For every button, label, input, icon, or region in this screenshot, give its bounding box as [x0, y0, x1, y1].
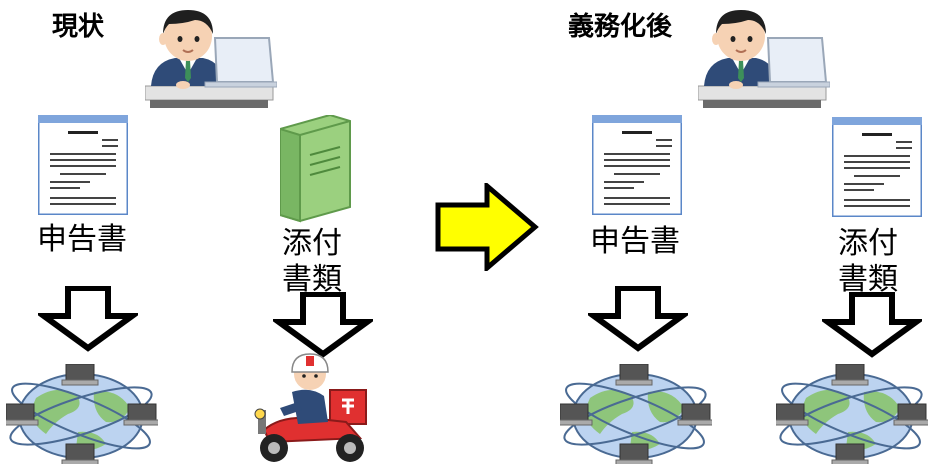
down-arrow-icon	[822, 292, 922, 358]
document-icon	[592, 115, 682, 215]
after-form-label: 申告書	[590, 224, 680, 259]
down-arrow-icon	[38, 286, 138, 352]
current-attachment-label-line1: 添付	[282, 226, 342, 261]
down-arrow-icon	[273, 292, 373, 358]
person-at-laptop-icon	[145, 8, 277, 110]
current-heading: 現状	[52, 12, 105, 42]
computer-network-icon	[776, 364, 928, 464]
after-attachment-label-line2: 書類	[838, 262, 898, 297]
after-attachment-label-line1: 添付	[838, 226, 898, 261]
computer-network-icon	[6, 364, 158, 464]
document-icon	[832, 117, 922, 217]
postal-delivery-scooter-icon	[250, 352, 375, 464]
yellow-right-arrow-icon	[435, 183, 539, 271]
down-arrow-icon	[588, 286, 688, 352]
computer-network-icon	[560, 364, 712, 464]
after-heading: 義務化後	[568, 12, 673, 42]
document-icon	[38, 115, 128, 215]
person-at-laptop-icon	[698, 8, 830, 110]
current-form-label: 申告書	[37, 222, 127, 257]
current-attachment-label-line2: 書類	[282, 262, 342, 297]
green-binder-icon	[280, 115, 352, 223]
